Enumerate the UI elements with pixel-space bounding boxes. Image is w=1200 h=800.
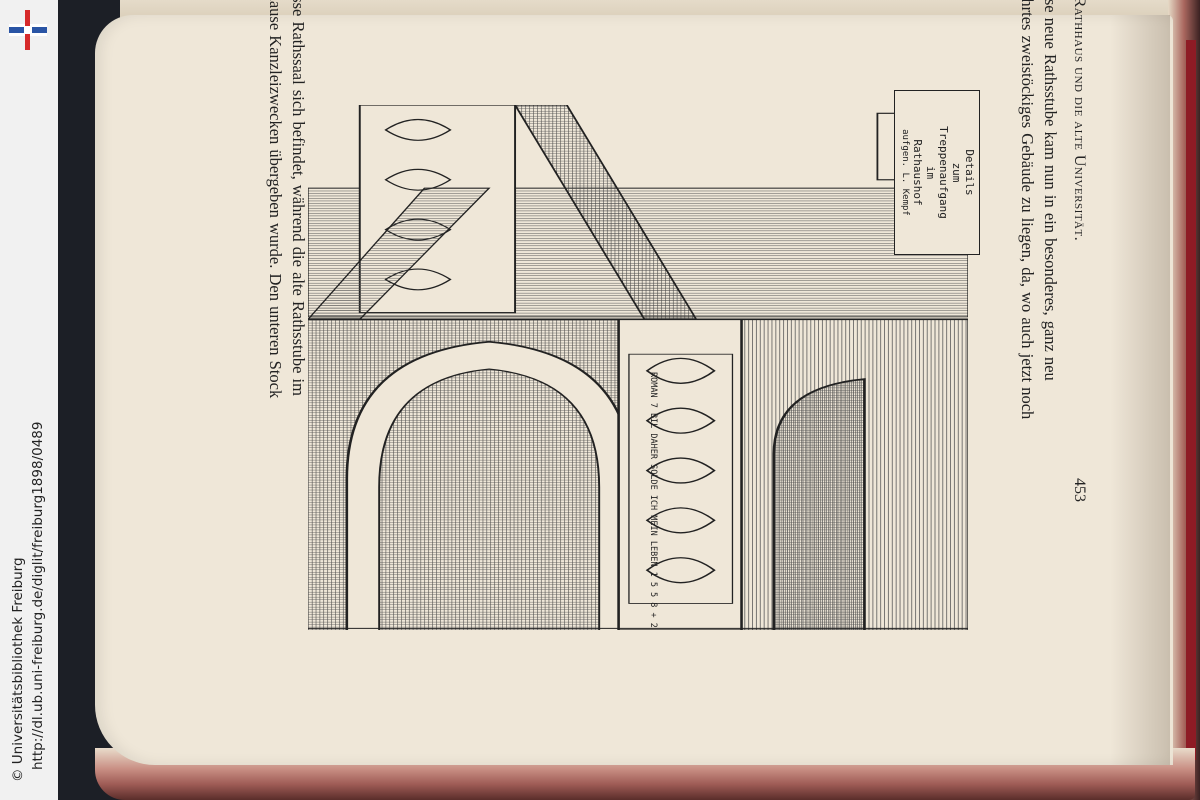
running-head: Das Rathhaus und die alte Universität. — [1071, 0, 1088, 242]
body-text-line-2: aufgeführtes zweistöckiges Gebäude zu li… — [1018, 0, 1037, 420]
inscription-band: ROMAN 7 BIL DAHER SOLDE ICH MEIN LEBEN 1… — [648, 372, 658, 628]
page-number: 453 — [1071, 478, 1088, 502]
scroll-line-3: Treppenaufgang — [937, 126, 950, 219]
body-text-line-4: Vorderhause Kanzleizwecken übergeben wur… — [266, 0, 285, 399]
bookmark-ribbon — [1186, 40, 1196, 760]
copyright-notice: © Universitätsbibliothek Freiburg — [10, 557, 26, 782]
scroll-line-6: aufgen. L. Kempf — [900, 129, 910, 216]
scroll-line-1: Details — [963, 149, 976, 196]
tracery-panel — [645, 357, 716, 584]
body-text-line-3: der grosse Rathssaal sich befindet, währ… — [289, 0, 308, 396]
body-text-line-1: Diese neue Rathsstube kam nun in ein bes… — [1041, 0, 1060, 381]
page-gutter-shadow — [1110, 15, 1170, 765]
viewer-sidebar: http://dl.ub.uni-freiburg.de/diglit/frei… — [0, 0, 58, 800]
title-scroll: Details zum Treppenaufgang im Rathaushof… — [865, 90, 980, 255]
scroll-line-5: Rathaushof — [911, 139, 924, 206]
scroll-line-2: zum — [950, 162, 963, 183]
scroll-line-4: im — [924, 165, 937, 180]
staircase-detail-engraving — [308, 105, 968, 630]
library-logo-icon — [9, 10, 47, 50]
